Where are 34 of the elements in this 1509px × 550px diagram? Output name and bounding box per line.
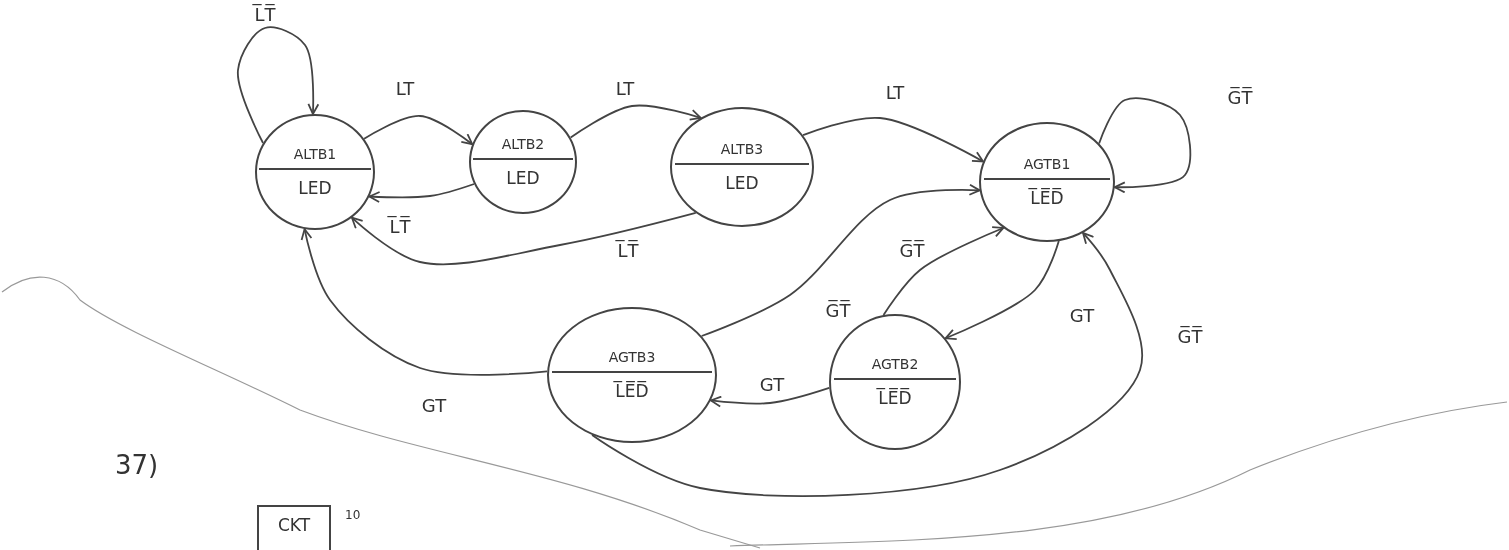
transition-arrow	[709, 387, 831, 408]
transition-arrow	[591, 232, 1144, 497]
state-circle	[979, 122, 1115, 242]
transition-arrow	[300, 228, 548, 376]
transition-arrow	[351, 212, 697, 266]
output-label: L̅E̅D̅	[615, 379, 649, 403]
problem-number: 37)	[115, 450, 159, 480]
state-circle	[255, 114, 375, 230]
note-text: 10	[345, 508, 361, 522]
transition-arrow	[882, 226, 1005, 316]
output-label: LED	[298, 176, 332, 200]
transition-arrow	[700, 183, 981, 337]
output-label: L̅E̅D̅	[1030, 186, 1064, 210]
transition-arrow	[802, 116, 984, 163]
state-name: ALTB1	[293, 144, 337, 164]
output-label: LED	[725, 171, 759, 195]
state-name: AGTB2	[871, 354, 919, 374]
state-circle	[469, 110, 577, 214]
state-name: AGTB3	[608, 347, 656, 367]
state-name: ALTB3	[720, 139, 764, 159]
output-label: CKT	[277, 514, 311, 537]
output-label: LED	[506, 166, 540, 190]
state-circle	[670, 107, 814, 227]
transition-arrow	[363, 115, 474, 146]
circuit-box	[257, 505, 331, 550]
state-name: ALTB2	[501, 134, 545, 154]
output-label: L̅E̅D̅	[878, 386, 912, 410]
transition-arrow	[569, 104, 702, 139]
transition-arrow	[368, 183, 475, 203]
transition-arrow	[237, 26, 320, 144]
state-name: AGTB1	[1023, 154, 1071, 174]
transition-arrow	[1098, 97, 1192, 194]
transition-arrow	[944, 240, 1060, 340]
state-circle	[547, 307, 717, 443]
